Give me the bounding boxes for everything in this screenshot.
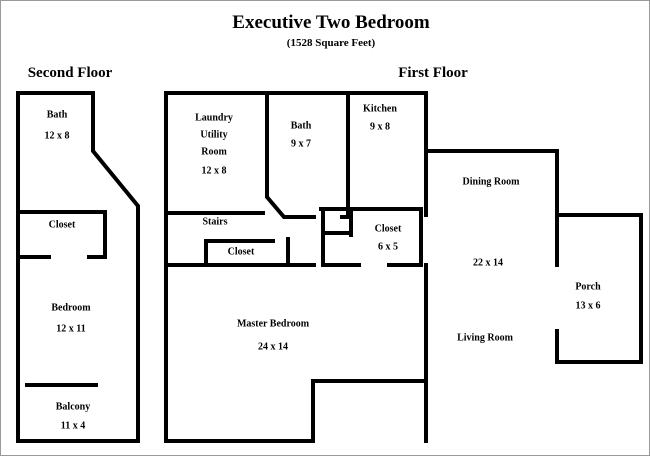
room-closet-second: Closet <box>49 219 76 230</box>
room-bedroom-label: Bedroom <box>51 302 91 313</box>
second-floor-outer-wall <box>16 91 140 443</box>
room-bath-second-label: Bath <box>47 109 68 120</box>
porch-outer-wall <box>555 213 643 364</box>
page-title: Executive Two Bedroom <box>232 12 430 33</box>
room-master-bedroom-dimension: 24 x 14 <box>258 341 288 352</box>
room-closet-stairs-label: Closet <box>228 246 255 257</box>
room-bath-first-label: Bath <box>291 120 312 131</box>
second-floor-closet-wall <box>16 210 107 259</box>
room-closet-center-dimension: 6 x 5 <box>378 241 398 252</box>
room-bath-first: Bath 9 x 7 <box>291 120 312 149</box>
room-stairs: Stairs <box>203 216 228 227</box>
room-bath-second-dimension: 12 x 8 <box>45 130 70 141</box>
room-closet-center: Closet 6 x 5 <box>375 223 402 252</box>
room-kitchen-label: Kitchen <box>363 103 397 114</box>
room-bath-first-dimension: 9 x 7 <box>291 138 311 149</box>
room-balcony: Balcony 11 x 4 <box>56 401 90 431</box>
page-subtitle: (1528 Square Feet) <box>287 37 376 49</box>
room-laundry-label-line3: Room <box>201 146 227 157</box>
room-bath-second: Bath 12 x 8 <box>45 109 70 141</box>
first-floor-outer-wall-left <box>164 91 428 443</box>
room-porch-label: Porch <box>575 281 601 292</box>
first-floor-plan: Laundry Utility Room 12 x 8 Bath 9 x 7 K… <box>164 91 643 443</box>
room-dining-dimension: 22 x 14 <box>473 257 503 268</box>
room-porch: Porch 13 x 6 <box>575 281 601 311</box>
first-floor-heading: First Floor <box>398 65 468 81</box>
room-master-bedroom: Master Bedroom 24 x 14 <box>237 318 310 352</box>
room-kitchen: Kitchen 9 x 8 <box>363 103 397 132</box>
second-floor-heading: Second Floor <box>28 65 113 81</box>
room-bedroom-dimension: 12 x 11 <box>56 323 85 334</box>
room-laundry-label-line1: Laundry <box>195 112 233 123</box>
room-dining-label: Dining Room <box>463 176 521 187</box>
room-closet-center-label: Closet <box>375 223 402 234</box>
room-laundry-utility: Laundry Utility Room 12 x 8 <box>195 112 233 176</box>
room-living-label: Living Room <box>457 332 514 343</box>
second-floor-plan: Bath 12 x 8 Closet Bedroom 12 x 11 Balco… <box>16 91 140 443</box>
room-stairs-label: Stairs <box>203 216 228 227</box>
room-laundry-dimension: 12 x 8 <box>202 165 227 176</box>
bath-kitchen-partition-wall <box>340 91 350 219</box>
room-dining: Dining Room 22 x 14 <box>463 176 521 268</box>
room-laundry-label-line2: Utility <box>200 129 227 140</box>
room-kitchen-dimension: 9 x 8 <box>370 121 390 132</box>
room-porch-dimension: 13 x 6 <box>576 300 601 311</box>
room-closet-stairs: Closet <box>228 246 255 257</box>
bath-first-partition-wall <box>265 91 316 219</box>
room-living: Living Room <box>457 332 514 343</box>
room-balcony-dimension: 11 x 4 <box>61 420 85 431</box>
room-master-bedroom-label: Master Bedroom <box>237 318 310 329</box>
room-balcony-label: Balcony <box>56 401 90 412</box>
room-closet-second-label: Closet <box>49 219 76 230</box>
room-bedroom: Bedroom 12 x 11 <box>51 302 91 334</box>
